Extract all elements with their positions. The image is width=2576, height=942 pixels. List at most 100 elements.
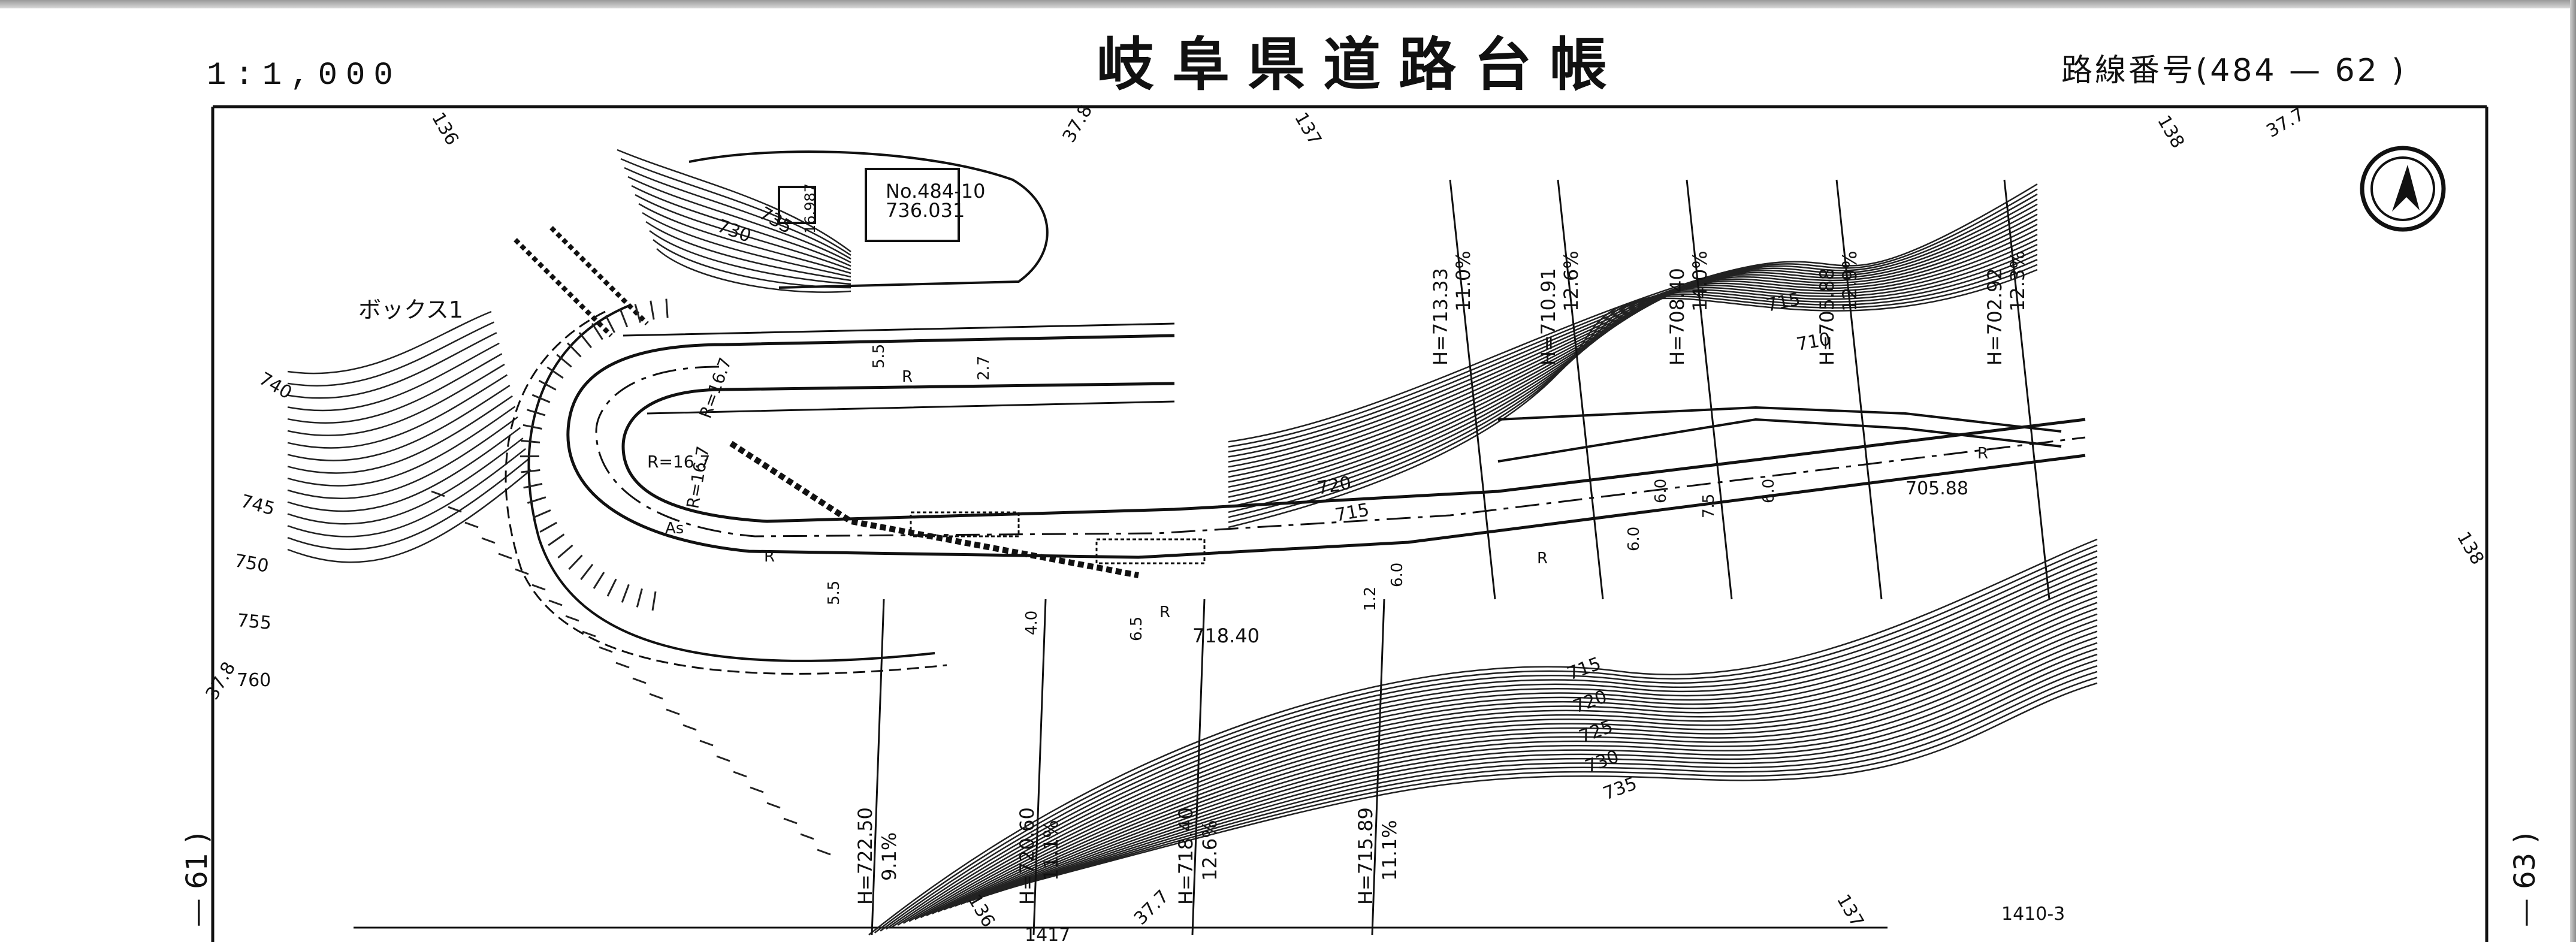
contour-line [653, 239, 851, 289]
contour-label: 745 [238, 491, 277, 520]
width-label: 6.5 [1128, 617, 1146, 641]
slope-mark [593, 572, 605, 589]
slope-marks [431, 298, 831, 856]
slope-mark [481, 537, 496, 544]
sheet-reference: 1417 [1025, 925, 1070, 942]
contour-line [638, 203, 851, 274]
grade-height: H=705.88 [1816, 268, 1838, 366]
sheet-reference: 37.8 [202, 659, 240, 704]
contour-line [287, 469, 531, 563]
grade-height: H=708.40 [1666, 268, 1689, 366]
grade-leader [1032, 599, 1047, 935]
grade-percent: 14.0% [1689, 250, 1711, 312]
surface-label: As [665, 520, 684, 538]
contour-label: 725 [1577, 716, 1616, 747]
slope-mark [464, 521, 479, 529]
contour-line [287, 342, 500, 412]
road-mark: R [1159, 603, 1170, 621]
road-mark: R [764, 548, 775, 566]
road-upper-branch [623, 322, 1175, 415]
slope-mark [532, 509, 551, 519]
contour-line [649, 230, 851, 285]
width-label: 6.0 [1388, 563, 1406, 587]
slope-mark [619, 309, 629, 328]
slope-mark [556, 354, 572, 368]
contour-label: 735 [1600, 773, 1640, 804]
contour-line [287, 458, 529, 551]
slope-mark [800, 833, 814, 840]
contour-label: 755 [236, 610, 272, 634]
contour-line [287, 406, 516, 487]
slope-mark [599, 646, 613, 653]
contour-line [287, 310, 492, 375]
contour-line [287, 395, 513, 474]
contour-line [287, 385, 511, 461]
slope-mark [636, 588, 643, 608]
width-label: 1.2 [1361, 587, 1379, 611]
grade-height: H=710.91 [1537, 268, 1560, 366]
width-label: 2.7 [975, 356, 993, 381]
grade-leader [1191, 599, 1206, 935]
contour-line [624, 167, 851, 260]
slope-mark [539, 521, 557, 533]
slope-mark [538, 379, 557, 391]
slope-mark [448, 506, 462, 513]
north-arrow-icon [2360, 146, 2446, 232]
contour-line [902, 573, 2098, 924]
route-number: 路線番号(484 — 62 ) [2061, 53, 2406, 89]
road-outer-curve [527, 304, 935, 662]
slope-mark [498, 552, 512, 560]
contour-line [920, 590, 2098, 919]
slope-mark [557, 544, 573, 558]
contour-line [886, 555, 2098, 930]
width-label: 5.5 [825, 581, 843, 605]
sheet-reference: 37.7 [1130, 886, 1173, 929]
benchmark-elevation: 736.031 [886, 199, 965, 222]
contour-line [1228, 209, 2038, 468]
contour-line [287, 437, 524, 525]
contour-line [1228, 213, 2038, 473]
contour-line [617, 149, 851, 253]
contour-line [287, 353, 503, 424]
width-label: 6.0 [1652, 479, 1670, 503]
contour-line [287, 374, 508, 449]
road-outer-curve-2 [505, 310, 947, 675]
slope-mark [665, 298, 669, 318]
grade-percent: 11.0% [1452, 250, 1475, 312]
contour-label: 715 [1333, 499, 1370, 526]
width-label: 4.0 [1023, 611, 1041, 635]
structure-label: ボックス1 [358, 297, 463, 323]
slope-mark [526, 409, 546, 416]
road-edge-upper [566, 334, 2086, 559]
contour-line [868, 538, 2098, 935]
contour-line [1012, 682, 2098, 888]
contour-label: 720 [1315, 472, 1352, 499]
sheet-reference: 136 [427, 109, 463, 149]
contour-label: 715 [1565, 653, 1604, 684]
slope-mark [567, 342, 582, 358]
slope-mark [548, 533, 565, 547]
slope-mark [591, 322, 603, 340]
slope-mark [621, 584, 630, 603]
contour-line [287, 363, 505, 436]
sheet-reference: 138 [2453, 529, 2488, 569]
grade-leader [1371, 599, 1385, 935]
slope-mark [527, 496, 546, 504]
road-mark: R [1537, 550, 1548, 567]
grade-leader [1835, 179, 1883, 600]
contour-line [983, 653, 2098, 898]
slope-mark [568, 554, 583, 570]
contour-line [1228, 268, 2038, 529]
grade-leader [2003, 179, 2050, 600]
slope-mark [817, 849, 831, 856]
grade-height: H=718.40 [1174, 807, 1197, 905]
grade-height: H=702.92 [1983, 268, 2006, 366]
contour-label: 760 [237, 670, 271, 691]
contour-line [287, 332, 497, 399]
contour-lines [287, 149, 2098, 935]
map-labels: No.484-10 736.031 ボックス1 16.987 As R=16.7… [358, 180, 1988, 647]
slope-mark [615, 662, 630, 669]
grade-leader [1557, 179, 1604, 600]
slope-mark [606, 578, 617, 597]
